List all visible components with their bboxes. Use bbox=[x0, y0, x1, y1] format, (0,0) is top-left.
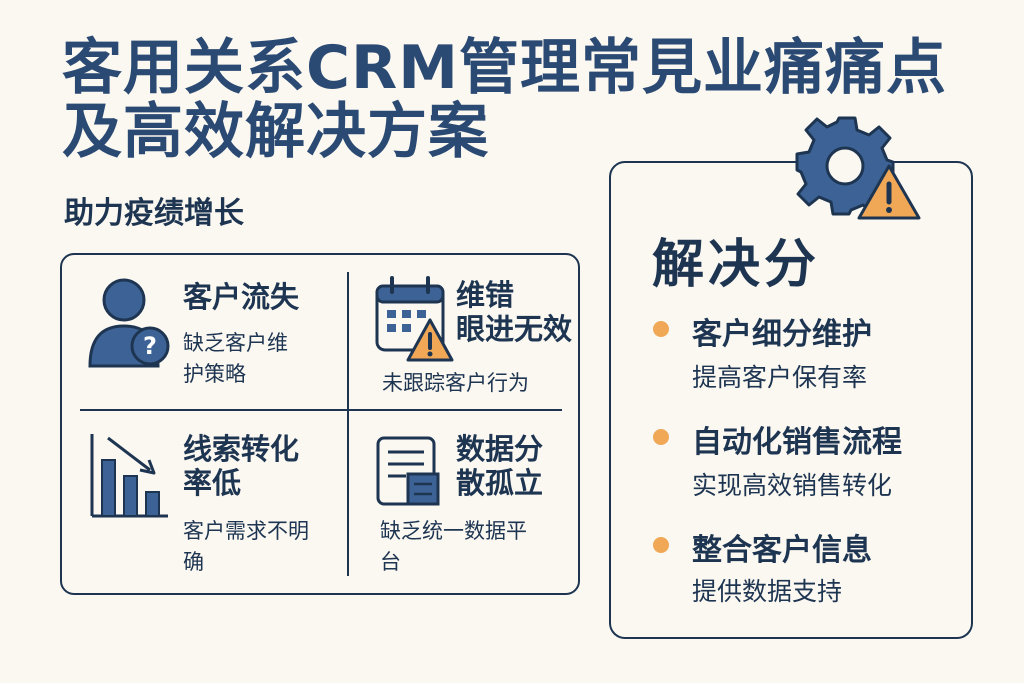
calendar-warning-icon bbox=[375, 276, 454, 362]
gear-warning-icon bbox=[795, 116, 921, 220]
pain-point-desc-lead-conversion: 客户需求不明 确 bbox=[183, 519, 309, 574]
user-question-icon: ? bbox=[88, 278, 170, 368]
solution-desc-segmentation: 提高客户保有率 bbox=[692, 363, 868, 392]
declining-bar-chart-icon bbox=[90, 434, 168, 518]
pain-points-card bbox=[60, 253, 580, 595]
pain-point-desc-data-silo: 缺乏统一数据平 台 bbox=[380, 519, 527, 574]
solutions-card bbox=[609, 161, 973, 639]
solution-title-integration: 整合客户信息 bbox=[692, 533, 872, 568]
svg-text:?: ? bbox=[143, 332, 157, 360]
solution-desc-integration: 提供数据支持 bbox=[692, 577, 843, 606]
pain-point-desc-customer-loss: 缺乏客户维 护策略 bbox=[183, 331, 288, 386]
pain-point-desc-follow-up: 未跟踪客户行为 bbox=[382, 371, 529, 395]
pain-point-title-data-silo: 数据分 散孤立 bbox=[456, 432, 544, 500]
bullet-dot-icon bbox=[653, 537, 669, 553]
pain-point-title-lead-conversion: 线索转化 率低 bbox=[183, 432, 300, 500]
solution-desc-automation: 实现高效销售转化 bbox=[692, 471, 893, 500]
page-title: 客用关系CRM管理常見业痛痛点 及高效解决方案 bbox=[62, 36, 1012, 164]
page-subtitle: 助力疫绩增长 bbox=[64, 196, 244, 231]
pain-point-title-customer-loss: 客户流失 bbox=[183, 280, 300, 314]
bullet-dot-icon bbox=[653, 321, 669, 337]
page-title-line-1: 客用关系CRM管理常見业痛痛点 bbox=[62, 33, 947, 103]
bullet-dot-icon bbox=[653, 429, 669, 445]
solution-title-automation: 自动化销售流程 bbox=[692, 425, 902, 460]
grid-divider-horizontal bbox=[80, 409, 562, 411]
grid-divider-vertical bbox=[347, 272, 349, 576]
page-title-line-2: 及高效解决方案 bbox=[62, 97, 489, 167]
solution-title-segmentation: 客户细分维护 bbox=[692, 317, 872, 352]
document-list-icon bbox=[376, 436, 440, 506]
solutions-heading: 解决分 bbox=[652, 235, 821, 295]
pain-point-title-follow-up: 维错 眼进无效 bbox=[456, 278, 573, 346]
